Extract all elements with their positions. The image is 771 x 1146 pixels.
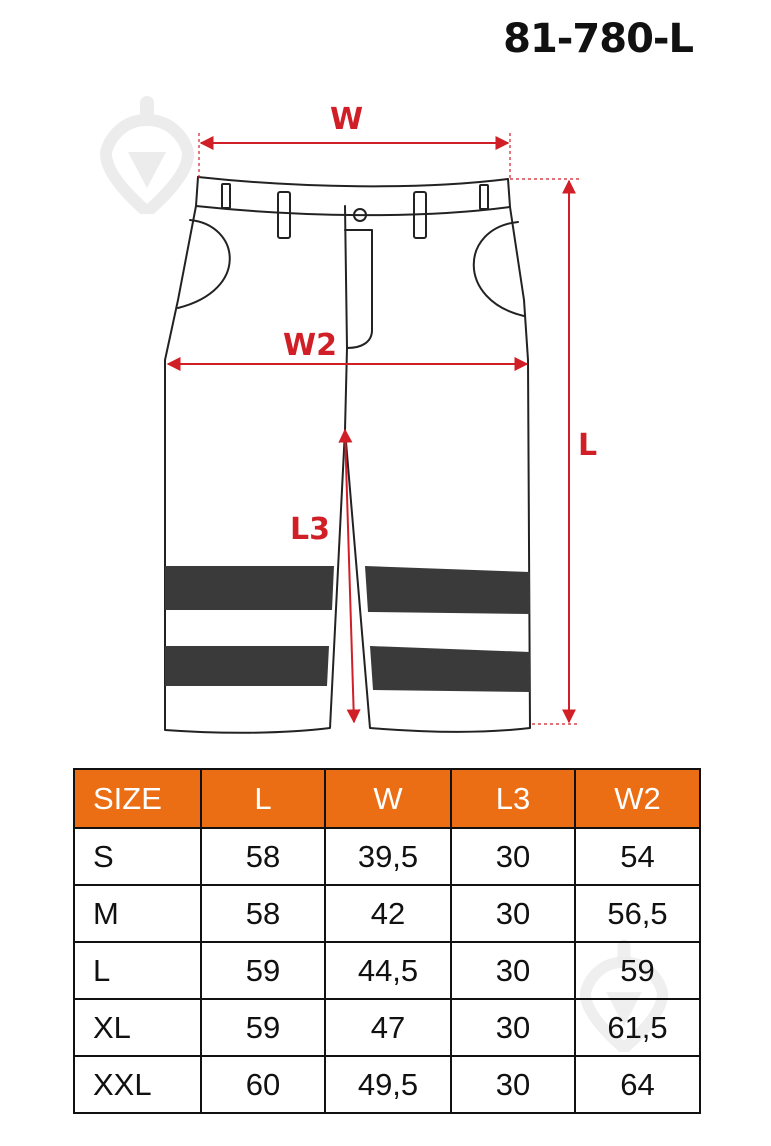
cell-size: M xyxy=(73,884,202,943)
table-row: S 58 39,5 30 54 xyxy=(73,827,701,886)
header-w: W xyxy=(324,768,452,829)
cell-w2: 56,5 xyxy=(574,884,701,943)
table-row: XXL 60 49,5 30 64 xyxy=(73,1055,701,1114)
table-row: L 59 44,5 30 59 xyxy=(73,941,701,1000)
cell-w: 42 xyxy=(324,884,452,943)
cell-l: 59 xyxy=(200,998,326,1057)
cell-w2: 59 xyxy=(574,941,701,1000)
cell-l: 58 xyxy=(200,827,326,886)
cell-l: 59 xyxy=(200,941,326,1000)
measure-label-l: L xyxy=(578,428,598,463)
shorts-drawing xyxy=(164,133,580,734)
cell-w2: 64 xyxy=(574,1055,701,1114)
header-l: L xyxy=(200,768,326,829)
size-table: SIZE L W L3 W2 S 58 39,5 30 54 M 58 42 3… xyxy=(73,768,701,1114)
cell-l: 58 xyxy=(200,884,326,943)
cell-size: S xyxy=(73,827,202,886)
cell-l: 60 xyxy=(200,1055,326,1114)
cell-l3: 30 xyxy=(450,941,576,1000)
cell-w: 49,5 xyxy=(324,1055,452,1114)
cell-w: 47 xyxy=(324,998,452,1057)
cell-l3: 30 xyxy=(450,998,576,1057)
reflective-stripes xyxy=(165,566,530,692)
trowel-logo-icon xyxy=(99,96,195,214)
extension-lines xyxy=(198,133,580,725)
measure-label-w: W xyxy=(330,102,364,137)
product-code: 81-780-L xyxy=(503,16,694,62)
header-size: SIZE xyxy=(73,768,202,829)
cell-l3: 30 xyxy=(450,1055,576,1114)
measure-label-w2: W2 xyxy=(283,328,337,363)
cell-l3: 30 xyxy=(450,884,576,943)
table-row: M 58 42 30 56,5 xyxy=(73,884,701,943)
header-l3: L3 xyxy=(450,768,576,829)
size-table-header: SIZE L W L3 W2 xyxy=(73,768,701,829)
measurement-lines xyxy=(166,136,576,724)
cell-w: 44,5 xyxy=(324,941,452,1000)
table-row: XL 59 47 30 61,5 xyxy=(73,998,701,1057)
cell-w2: 54 xyxy=(574,827,701,886)
cell-w: 39,5 xyxy=(324,827,452,886)
cell-size: XXL xyxy=(73,1055,202,1114)
cell-l3: 30 xyxy=(450,827,576,886)
cell-size: XL xyxy=(73,998,202,1057)
header-w2: W2 xyxy=(574,768,701,829)
cell-size: L xyxy=(73,941,202,1000)
measure-label-l3: L3 xyxy=(290,512,330,547)
cell-w2: 61,5 xyxy=(574,998,701,1057)
